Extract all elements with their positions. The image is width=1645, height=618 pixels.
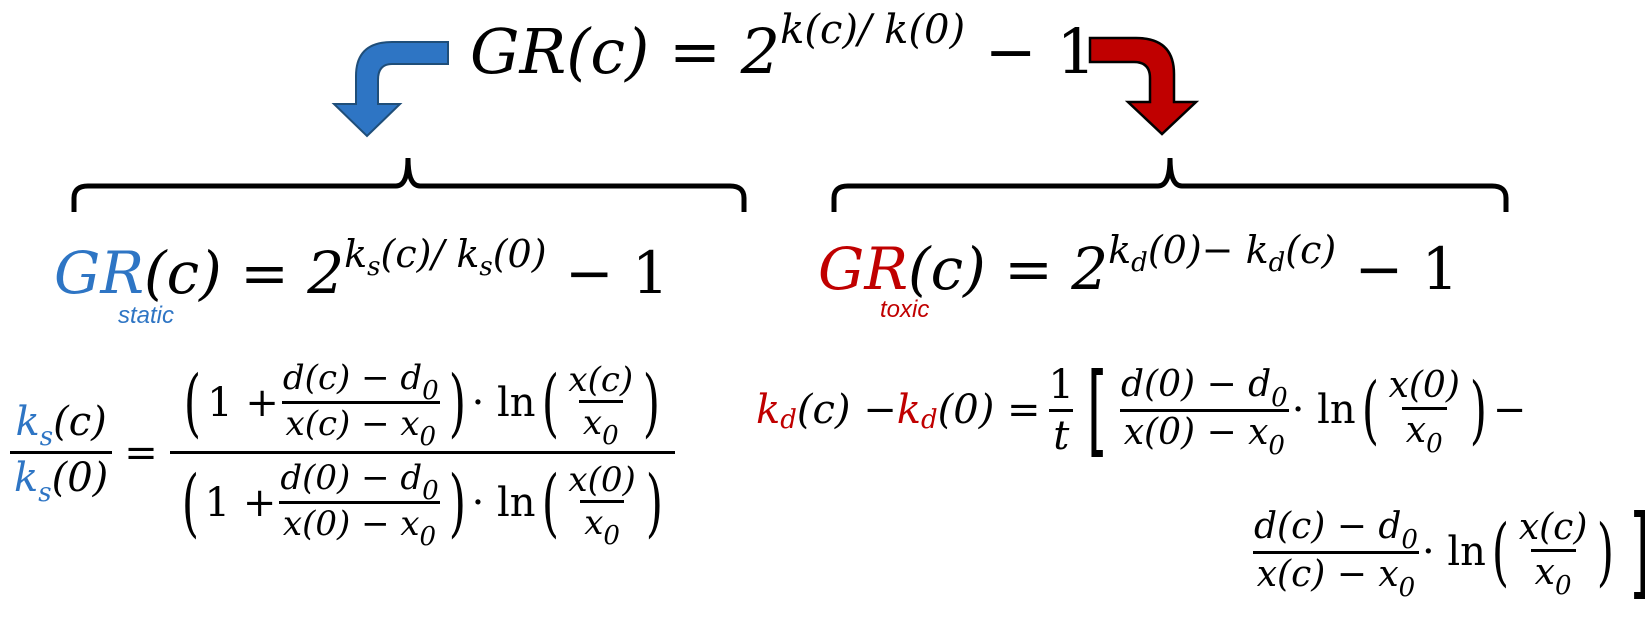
blue-curved-arrow-icon xyxy=(331,41,449,138)
red-curved-arrow-icon xyxy=(1088,36,1200,136)
toxic-gr-symbol: GR xyxy=(818,235,909,303)
static-ratio-formula: ks(c) ks(0) = (1 + d(c) − d0 x(c) − x0 )… xyxy=(10,358,675,552)
toxic-gr-rhs: (c) = 2 xyxy=(908,235,1109,303)
main-equation-lhs: GR(c) = 2 xyxy=(470,15,781,88)
static-big-fraction: (1 + d(c) − d0 x(c) − x0 ) · ln( x(c) x0… xyxy=(169,358,675,552)
static-label: static xyxy=(118,302,175,329)
static-gr-exponent: ks(c)/ ks(0) xyxy=(344,232,547,282)
main-equation-exponent: k(c)/ k(0) xyxy=(780,7,966,53)
static-gr-symbol: GR xyxy=(54,239,145,307)
static-gr-rhs: (c) = 2 xyxy=(144,239,345,307)
toxic-difference-formula-line2: d(c) − d0 x(c) − x0 · ln( x(c) x0 )] xyxy=(1252,502,1645,603)
main-equation: GR(c) = 2k(c)/ k(0) − 1 xyxy=(470,7,1096,100)
left-brace-icon xyxy=(71,157,747,212)
toxic-gr-exponent: kd(0)− kd(c) xyxy=(1108,228,1337,278)
static-gr-equation: GR(c) = 2ks(c)/ ks(0) − 1 xyxy=(54,232,669,307)
toxic-gr-equation: GR(c) = 2kd(0)− kd(c) − 1 xyxy=(818,228,1459,303)
toxic-label: toxic xyxy=(880,296,930,323)
right-brace-icon xyxy=(831,157,1509,212)
main-equation-tail: − 1 xyxy=(965,15,1096,88)
ks-ratio: ks(c) ks(0) xyxy=(10,398,113,508)
